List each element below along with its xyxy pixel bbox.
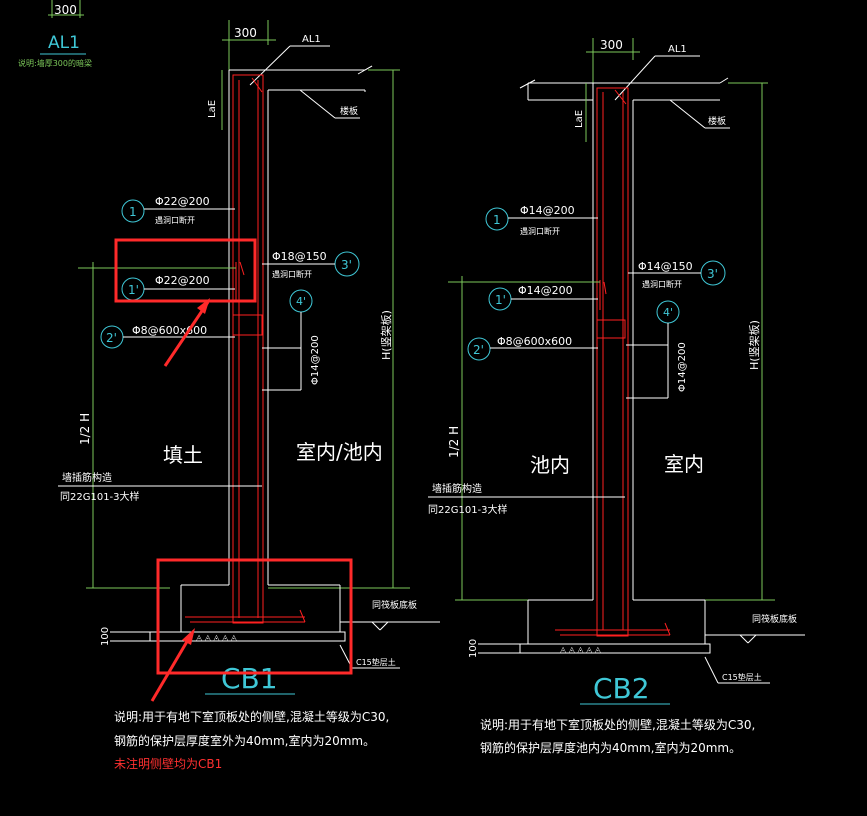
- cb2-base-label: 同筏板底板: [752, 613, 797, 625]
- cb2-callout-1: 1: [493, 213, 501, 227]
- cb1-callout-1: 1: [129, 205, 137, 219]
- cb2-callout-1p: 1': [495, 293, 506, 307]
- cb2-desc1: 说明:用于有地下室顶板处的侧壁,混凝土等级为C30,: [480, 717, 755, 732]
- cb2-sub-3p: 遇洞口断开: [642, 279, 682, 289]
- cb2-h-label: H(竖架板): [747, 320, 761, 370]
- cb1-base-label: 同筏板底板: [372, 599, 417, 611]
- highlight-arrow-lower: [150, 632, 194, 702]
- cb1-callout-4p: 4': [296, 295, 306, 308]
- cb2-hatch: ◬ ◬ ◬ ◬ ◬: [560, 645, 602, 654]
- cb1-bar-1: Φ22@200: [155, 195, 210, 208]
- cb2-callout-3p: 3': [707, 267, 718, 281]
- cb2-callout-2p: 2': [473, 343, 484, 357]
- cb1-beam-label: AL1: [302, 34, 321, 45]
- cb2-right-zone: 室内: [664, 452, 704, 476]
- cb2-cushion-label: C15垫层土: [722, 672, 762, 682]
- cb2-note-ref2: 同22G101-3大样: [428, 503, 508, 516]
- cb2-left-zone: 池内: [530, 453, 570, 477]
- cb2-dim-100: 100: [468, 639, 479, 658]
- cb1-right-zone: 室内/池内: [296, 440, 383, 464]
- cb2-sub-1: 遇洞口断开: [520, 226, 560, 236]
- cb1-dim-top: 300: [234, 26, 257, 40]
- cb1-h-label: H(竖架板): [379, 310, 393, 360]
- cb1-bar-3p: Φ18@150: [272, 250, 327, 263]
- cb1-callout-3p: 3': [341, 258, 352, 272]
- al1-label: AL1: [48, 33, 80, 53]
- cb2-desc2: 钢筋的保护层厚度池内为40mm,室内为20mm。: [480, 740, 741, 755]
- highlight-arrow-upper: [163, 301, 210, 367]
- cb1-callout-1p: 1': [128, 283, 139, 297]
- cb1-note-ref1: 墙插筋构造: [62, 471, 112, 484]
- cb1-sub-1: 遇洞口断开: [155, 215, 195, 225]
- cb2-bar-4p: Φ14@200: [677, 342, 688, 392]
- cb2-bar-1: Φ14@200: [520, 204, 575, 217]
- cb1-sub-3p: 遇洞口断开: [272, 269, 312, 279]
- cb2-slab-label: 楼板: [708, 115, 726, 127]
- cb2-title: CB2: [593, 672, 650, 705]
- al1-note: 说明:墙厚300的暗梁: [18, 58, 92, 68]
- cb2-bar-1p: Φ14@200: [518, 284, 573, 297]
- cb2-section: 300 AL1 LaE 楼板 1 Φ14@200 遇洞口断开 1': [428, 38, 805, 755]
- cb1-slab-label: 楼板: [340, 105, 358, 117]
- cb1-desc3: 未注明侧壁均为CB1: [114, 756, 222, 771]
- highlight-box-upper: [114, 238, 257, 303]
- al1-dim: 300: [54, 3, 77, 17]
- cb2-beam-label: AL1: [668, 44, 687, 55]
- cb1-dim-100: 100: [100, 627, 111, 646]
- cb2-note-ref1: 墙插筋构造: [432, 482, 482, 495]
- cb2-dim-top: 300: [600, 38, 623, 52]
- cb1-desc1: 说明:用于有地下室顶板处的侧壁,混凝土等级为C30,: [114, 709, 389, 724]
- cb2-bar-2p: Φ8@600x600: [497, 335, 572, 348]
- cb1-bar-2p: Φ8@600x600: [132, 324, 207, 337]
- cb1-desc2: 钢筋的保护层厚度室外为40mm,室内为20mm。: [114, 733, 375, 748]
- cb2-half-h: 1/2 H: [447, 426, 461, 458]
- cb1-lae: LaE: [207, 100, 218, 118]
- cb1-section: 300 AL1 LaE 楼板 1 Φ22@200 遇: [58, 20, 440, 771]
- cb1-callout-2p: 2': [106, 331, 117, 345]
- cb1-hatch: ◬ ◬ ◬ ◬ ◬: [196, 633, 238, 642]
- al1-header: 300 AL1 说明:墙厚300的暗梁: [18, 0, 92, 68]
- cb2-bar-3p: Φ14@150: [638, 260, 693, 273]
- cb1-title: CB1: [221, 662, 278, 695]
- cb2-lae: LaE: [574, 110, 585, 128]
- cb1-bar-1p: Φ22@200: [155, 274, 210, 287]
- cb1-left-zone: 填土: [163, 443, 203, 467]
- cb1-half-h: 1/2 H: [78, 413, 92, 445]
- highlight-box-lower: [156, 558, 353, 675]
- cb1-note-ref2: 同22G101-3大样: [60, 490, 140, 503]
- cb1-cushion-label: C15垫层土: [356, 657, 396, 667]
- cb1-bar-4p: Φ14@200: [310, 335, 321, 385]
- cb2-callout-4p: 4': [663, 306, 673, 319]
